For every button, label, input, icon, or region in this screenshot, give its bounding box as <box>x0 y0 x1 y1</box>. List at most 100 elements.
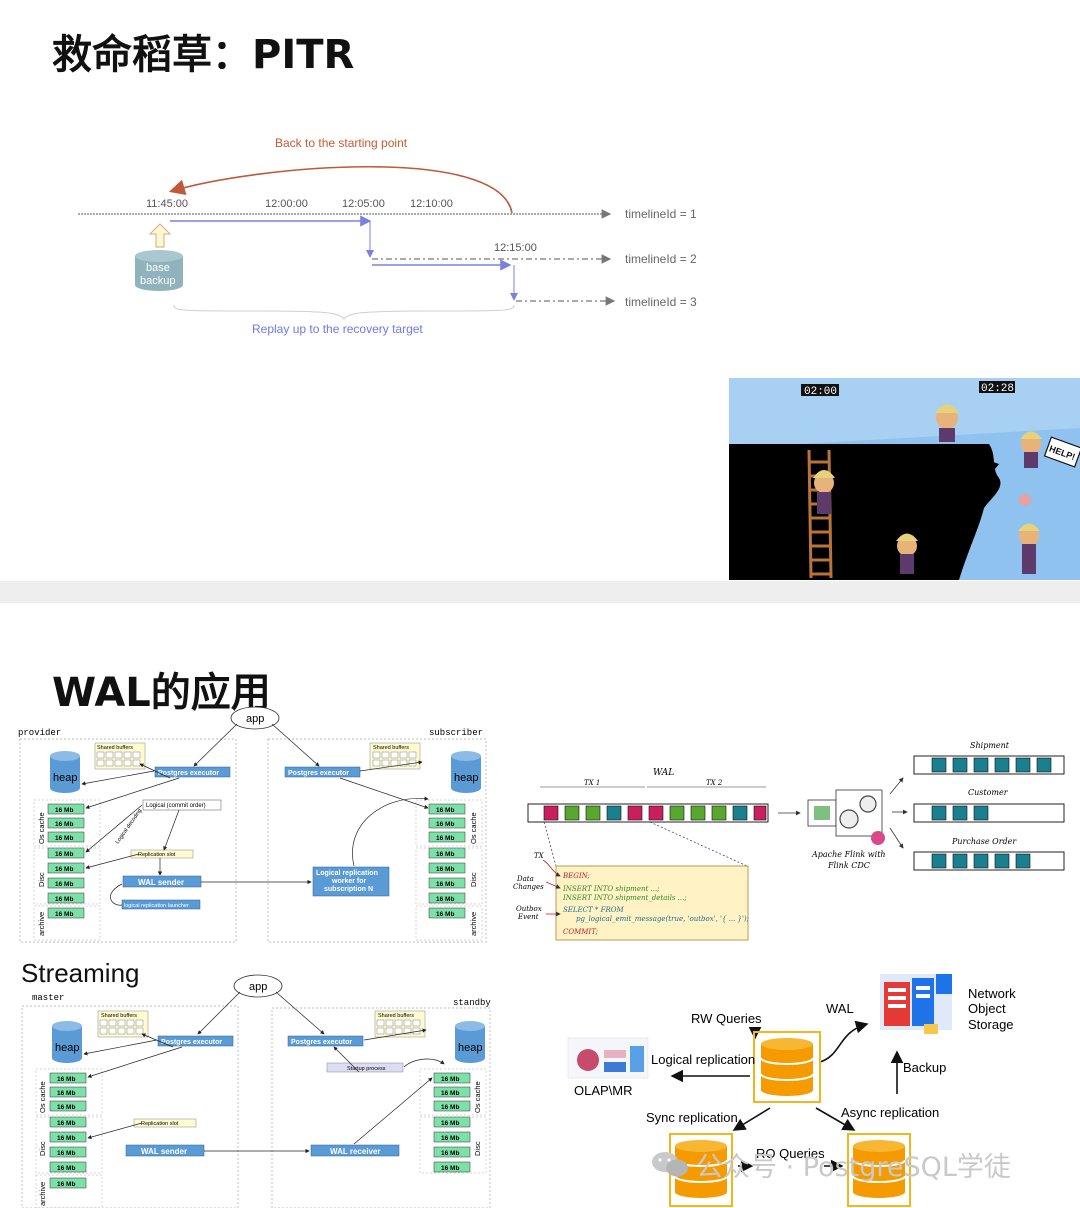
worker-label-1: Logical replication <box>316 870 378 877</box>
provider-heap-cylinder <box>50 751 80 793</box>
wal-stream <box>527 803 769 823</box>
code-line-5: pg_logical_emit_message(true, 'outbox', … <box>576 915 749 923</box>
standby-label: standby <box>453 998 491 1008</box>
customer-label: Customer <box>968 788 1009 797</box>
streaming-wal-sender: WAL sender <box>141 1147 187 1156</box>
app-label: app <box>246 713 264 725</box>
clock-left: 02:00 <box>804 386 837 398</box>
object-label: Object <box>968 1001 1006 1016</box>
subscriber-os-cache: Os cache <box>469 812 478 844</box>
wal-records <box>543 805 767 821</box>
standby-cache-frame <box>419 1068 487 1116</box>
provider-os-cache: Os cache <box>37 812 46 844</box>
subscriber-archive-frame <box>415 905 483 941</box>
side-outbox: Outbox <box>516 905 542 913</box>
provider-label: provider <box>18 728 61 738</box>
master-seg-6: 16 Mb <box>57 1150 75 1157</box>
slide1-title: 救命稻草：PITR <box>52 32 355 78</box>
master-seg-7: 16 Mb <box>57 1165 75 1172</box>
worker-label-3: subscription N <box>324 886 373 893</box>
code-line-6: COMMIT; <box>563 928 598 936</box>
async-replica-db-icon <box>847 1133 911 1207</box>
subscriber-heap-label: heap <box>454 772 478 784</box>
code-line-3: INSERT INTO shipment_details ...; <box>562 894 687 902</box>
master-executor: Postgres executor <box>161 1039 222 1046</box>
subscriber-seg-8: 16 Mb <box>436 911 454 918</box>
replay-label: Replay up to the recovery target <box>252 322 423 336</box>
time-label-3: 12:05:00 <box>342 198 385 210</box>
purchase-records <box>931 853 1031 869</box>
time-label-2: 12:00:00 <box>265 198 308 210</box>
master-archive: archive <box>38 1182 47 1206</box>
provider-seg-7: 16 Mb <box>55 896 73 903</box>
provider-replication-slot: Replication slot <box>138 852 176 858</box>
subscriber-executor: Postgres executor <box>288 770 349 777</box>
standby-heap-label: heap <box>458 1042 482 1054</box>
worker-label-2: worker for <box>331 878 367 885</box>
timeline-3-label: timelineId = 3 <box>625 295 697 309</box>
subscriber-seg-3: 16 Mb <box>436 835 454 842</box>
purchase-label: Purchase Order <box>951 837 1017 846</box>
standby-heap-cylinder <box>455 1021 485 1063</box>
olap-label: OLAP\MR <box>574 1083 633 1098</box>
master-label: master <box>32 993 64 1003</box>
async-replication-label: Async replication <box>841 1105 939 1120</box>
sync-replication-label: Sync replication <box>646 1110 738 1125</box>
streaming-arrows <box>83 991 445 1154</box>
master-disc-frame <box>35 1116 103 1174</box>
standby-disc: Disc <box>473 1141 482 1156</box>
replication-architecture-diagram: Network Object Storage WAL RW Queries Lo… <box>567 974 1016 1207</box>
cdc-flink-diagram: WAL TX 1 TX 2 BEGIN; INSERT INTO shipmen… <box>513 741 1065 941</box>
side-event: Event <box>517 913 539 921</box>
standby-seg-6: 16 Mb <box>441 1150 459 1157</box>
watermark-text: 公众号 · PostgreSQL学徒 <box>696 1151 1011 1183</box>
subscriber-seg-1: 16 Mb <box>436 807 454 814</box>
streaming-title: Streaming <box>21 958 140 988</box>
standby-seg-2: 16 Mb <box>441 1090 459 1097</box>
time-label-5: 12:15:00 <box>494 242 537 254</box>
master-buffer-grid <box>99 1019 144 1035</box>
ro-queries-label: RO Queries <box>756 1146 825 1161</box>
side-changes: Changes <box>513 883 544 891</box>
app-node <box>230 706 280 730</box>
subscriber-cache-frame <box>415 799 483 847</box>
master-frame <box>21 1005 239 1208</box>
standby-segments <box>433 1072 471 1173</box>
network-label: Network <box>968 986 1016 1001</box>
flink-label-2: Flink CDC <box>827 861 870 870</box>
subscriber-seg-7: 16 Mb <box>436 896 454 903</box>
flink-label-1: Apache Flink with <box>811 850 886 859</box>
provider-segments <box>47 803 85 919</box>
cliff-cartoon: 02:00 02:28 HELP! <box>729 378 1080 580</box>
sync-replica-db-icon <box>669 1133 733 1207</box>
customer-stream <box>913 803 1065 823</box>
master-seg-5: 16 Mb <box>57 1135 75 1142</box>
code-box <box>555 865 749 941</box>
master-segments <box>49 1072 87 1189</box>
code-line-2: INSERT INTO shipment ...; <box>562 885 660 893</box>
provider-disc: Disc <box>37 872 46 887</box>
logical-arrows <box>81 723 429 906</box>
slide2-title: WAL的应用 <box>52 670 271 716</box>
slide-divider <box>0 581 1080 603</box>
standby-seg-7: 16 Mb <box>441 1165 459 1172</box>
side-tx: TX <box>534 852 545 860</box>
logical-commit-order: Logical (commit order) <box>146 803 206 809</box>
standby-executor: Postgres executor <box>291 1039 352 1046</box>
time-label-1: 11:45:00 <box>146 198 188 210</box>
pitr-timeline-diagram: Back to the starting point 11:45:00 12:0… <box>78 136 697 336</box>
base-backup-cylinder <box>135 250 183 291</box>
master-heap-label: heap <box>55 1042 79 1054</box>
provider-seg-3: 16 Mb <box>55 835 73 842</box>
master-seg-4: 16 Mb <box>57 1120 75 1127</box>
code-line-1: BEGIN; <box>562 872 590 880</box>
back-to-start-label: Back to the starting point <box>275 136 408 150</box>
wal-receiver: WAL receiver <box>330 1147 381 1156</box>
standby-seg-4: 16 Mb <box>441 1120 459 1127</box>
subscriber-segments <box>428 803 466 919</box>
subscriber-seg-2: 16 Mb <box>436 821 454 828</box>
master-seg-8: 16 Mb <box>57 1181 75 1188</box>
cartoon-character <box>813 404 1042 574</box>
provider-seg-6: 16 Mb <box>55 881 73 888</box>
provider-executor: Postgres executor <box>158 770 219 777</box>
